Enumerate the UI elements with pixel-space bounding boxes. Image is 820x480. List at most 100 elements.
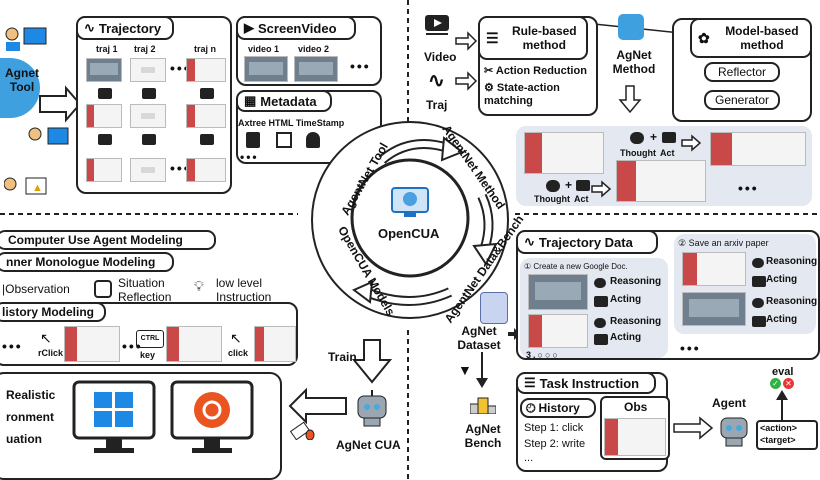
traj-screenshot: [86, 58, 122, 82]
html-icon: [276, 132, 292, 148]
scissors-icon: ✂: [484, 65, 496, 77]
traj-data-screenshot: [682, 252, 746, 286]
situation-label: Situation Reflection: [118, 276, 172, 304]
ellipsis: •••: [680, 340, 701, 356]
action-target-box: [756, 420, 818, 450]
method-screenshot: [616, 160, 706, 202]
acting-label: Acting: [766, 274, 798, 285]
ubuntu-monitor-icon: [170, 380, 254, 456]
thought-label: Thought: [620, 148, 656, 158]
video-thumbnail: [244, 56, 288, 82]
ellipsis: 3.○○○: [526, 350, 560, 360]
action-icon: [98, 88, 112, 99]
traj-screenshot: [86, 104, 122, 128]
ctrl-key-icon: CTRL: [136, 330, 164, 348]
metadata-icon: ▦: [244, 93, 257, 108]
task-1-label: ① Create a new Google Doc.: [524, 262, 628, 271]
plus-sign: +: [565, 178, 573, 192]
video-thumbnail: [294, 56, 338, 82]
lightbulb-icon: 💡︎: [194, 278, 204, 294]
agnet-method-label: AgNet Method: [612, 48, 656, 76]
agnet-bench-label: AgNet Bench: [464, 422, 502, 450]
traj-data-screenshot: [528, 314, 588, 348]
env-line-3: uation: [6, 432, 42, 446]
svg-text:▲: ▲: [32, 182, 43, 194]
rule-list-icon: ☰: [486, 30, 499, 46]
video-icon: ▶: [244, 20, 254, 35]
click-label: click: [228, 348, 249, 358]
cursor-icon: ↖: [40, 330, 52, 346]
plus-sign: +: [650, 130, 658, 144]
traj-screenshot: [186, 58, 226, 82]
method-video-label: Video: [424, 50, 457, 64]
reasoning-icon: [594, 278, 606, 288]
acting-icon: [594, 334, 608, 345]
action-reduction: ✂ Action Reduction: [484, 65, 587, 77]
agent-robot-icon: [716, 412, 752, 448]
ellipsis: •••: [738, 180, 759, 196]
trajectory-icon: ∿: [84, 20, 95, 35]
history-step-1: Step 1: click: [524, 422, 584, 434]
video-col-1: video 1: [248, 44, 280, 54]
reflection-icon: [94, 280, 112, 298]
reasoning-label: Reasoning: [766, 256, 818, 267]
video-col-2: video 2: [298, 44, 330, 54]
podium-icon: [469, 396, 497, 415]
video-play-icon: [424, 14, 450, 36]
ellipsis: •••: [170, 160, 191, 176]
metadata-header: ▦Metadata: [236, 90, 332, 112]
act-label: Act: [660, 148, 675, 158]
obs-label: Obs: [624, 400, 648, 414]
trajectory-data-header: ∿Trajectory Data: [516, 230, 658, 254]
method-screenshot: [524, 132, 604, 174]
thought-label: Thought: [534, 194, 570, 204]
check-icon: ✓: [770, 378, 781, 389]
state-action-matching: ⚙ State-action matching: [484, 82, 560, 107]
acting-icon: [594, 296, 608, 307]
acting-icon: [752, 316, 766, 327]
traj-col-1: traj 1: [96, 44, 118, 54]
ellipsis: •••: [350, 58, 371, 74]
observation-label: |Observation: [2, 282, 70, 296]
model-based-header: ✿Model-based method: [690, 18, 812, 58]
traj-screenshot: [130, 104, 166, 128]
history-screenshot: [64, 326, 120, 362]
document-icon: [246, 132, 260, 148]
dataset-icon: [480, 292, 508, 324]
stamp-icon: [306, 132, 320, 148]
agnet-cua-label: AgNet CUA: [336, 438, 401, 452]
history-subheader: 🕘︎History: [520, 398, 596, 418]
reasoning-icon: [752, 298, 764, 308]
person-laptop-icon: [4, 26, 50, 52]
agnet-dataset-label: AgNet Dataset: [457, 324, 501, 352]
robot-cua-icon: [352, 390, 392, 428]
filter-icon: ▼: [458, 362, 472, 378]
history-header: listory Modeling: [0, 302, 106, 322]
generator-box: Generator: [704, 90, 780, 110]
thought-icon: [546, 180, 560, 192]
traj-col-2: traj 2: [134, 44, 156, 54]
windows-monitor-icon: [72, 380, 156, 456]
cua-modeling-header: Computer Use Agent Modeling: [0, 230, 216, 250]
action-icon: [98, 134, 112, 145]
action-icon: [200, 88, 214, 99]
robot-monitor-icon: [390, 186, 430, 218]
task-2-label: ② Save an arxiv paper: [678, 238, 769, 248]
obs-screenshot: [604, 418, 666, 456]
task-instruction-header: ☰Task Instruction: [516, 372, 656, 394]
env-line-2: ronment: [6, 410, 54, 424]
screenvideo-header: ▶ScreenVideo: [236, 16, 356, 40]
thought-icon: [630, 132, 644, 144]
traj-screenshot: [130, 158, 166, 182]
matching-icon: ⚙: [484, 82, 497, 94]
train-label: Train: [328, 350, 357, 364]
ellipsis: •••: [240, 150, 259, 164]
traj-data-screenshot: [682, 292, 746, 326]
task-list-icon: ☰: [524, 375, 536, 390]
target-token: <target>: [760, 435, 796, 445]
